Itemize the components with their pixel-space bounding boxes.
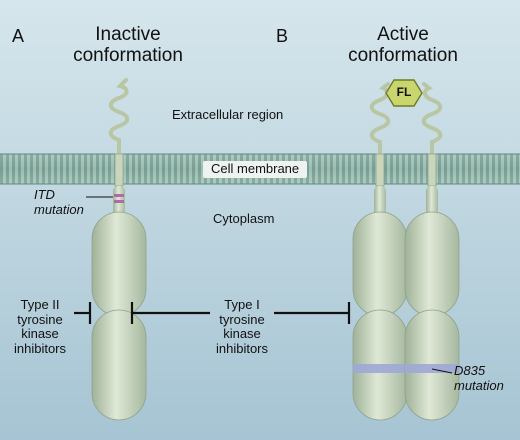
receptor-active-right <box>404 82 460 421</box>
receptor-inactive <box>91 78 147 421</box>
panel-a-letter: A <box>12 26 25 46</box>
type-ii-inhibitor-label: Type II tyrosine kinase inhibitors <box>8 297 72 356</box>
itd-mutation-marker <box>114 194 124 203</box>
d835-pointer-line <box>431 368 453 374</box>
panel-a-title: Inactive conformation <box>38 24 218 67</box>
type-ii-line4: inhibitors <box>13 340 67 356</box>
type-i-line2: tyrosine <box>219 311 265 327</box>
cell-membrane-label: Cell membrane <box>203 161 308 178</box>
panel-a-title-line2: conformation <box>73 45 183 67</box>
type-i-inhibitor-label: Type I tyrosine kinase inhibitors <box>210 297 274 356</box>
d835-mutation-band-right <box>405 364 459 373</box>
panel-b-title-line1: Active <box>377 24 429 45</box>
type-i-line1: Type I <box>224 297 260 312</box>
type-i-inhibitor-bar-right <box>274 302 351 324</box>
d835-mutation-band-left <box>353 364 407 373</box>
cytoplasm-label: Cytoplasm <box>213 211 275 226</box>
itd-mutation-label-line1: ITD <box>34 187 55 202</box>
receptor-active-right-juxtamembrane-domain <box>404 211 460 317</box>
type-ii-line1: Type II <box>20 297 60 312</box>
itd-mutation-label: ITD mutation <box>34 187 84 217</box>
receptor-active-right-coil <box>421 82 443 158</box>
receptor-inactive-extracellular-coil <box>108 78 130 158</box>
d835-mutation-label-line2: mutation <box>454 377 504 393</box>
panel-b-title-line2: conformation <box>348 45 458 67</box>
type-i-line4: inhibitors <box>215 340 269 356</box>
extracellular-region-label: Extracellular region <box>172 107 284 122</box>
panel-a-title-line1: Inactive <box>95 24 161 45</box>
type-ii-line3: kinase <box>21 326 59 342</box>
type-i-inhibitor-bar-left <box>130 302 210 324</box>
panel-b-title: Active conformation <box>313 24 493 67</box>
receptor-inactive-kinase-domain <box>91 309 147 421</box>
fl-ligand-label: FL <box>396 85 412 99</box>
receptor-inactive-juxtamembrane-domain <box>91 211 147 317</box>
itd-mutation-label-line2: mutation <box>34 201 84 217</box>
receptor-active-left-juxtamembrane-domain <box>352 211 408 317</box>
type-ii-line2: tyrosine <box>17 311 63 327</box>
d835-mutation-label-line1: D835 <box>454 363 486 378</box>
type-ii-inhibitor-bar <box>74 302 92 324</box>
fl-ligand-hexagon <box>385 79 423 107</box>
panel-b-letter: B <box>276 26 289 46</box>
d835-mutation-label: D835 mutation <box>454 363 504 393</box>
type-i-line3: kinase <box>223 326 261 342</box>
